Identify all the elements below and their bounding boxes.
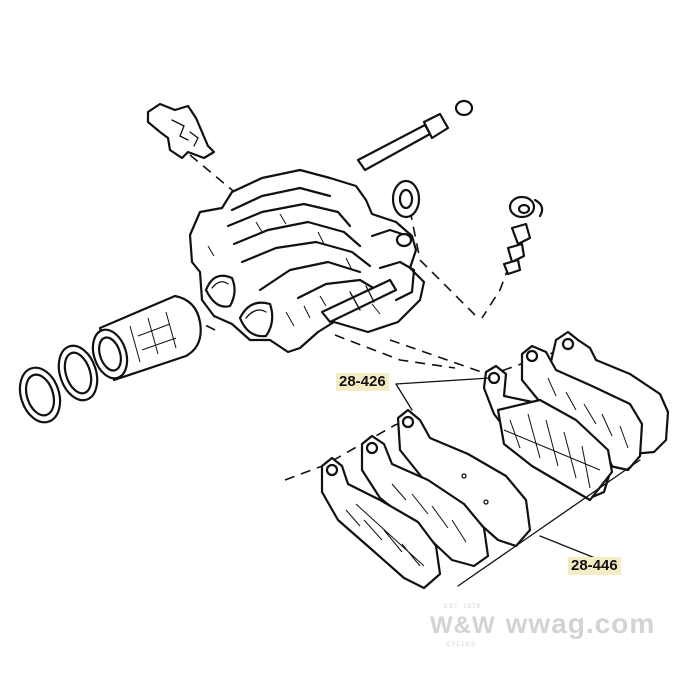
washer (391, 179, 421, 219)
caliper-body (188, 168, 426, 354)
brake-pad-set-upper (482, 330, 670, 502)
brake-pad-set-lower (320, 408, 532, 590)
piston (91, 294, 202, 382)
watermark-origin: CYCLES (446, 642, 477, 648)
callout-leaders (395, 377, 641, 587)
part-number-callout-upper: 28-426 (336, 373, 389, 391)
watermark-est: EST. 1979 (444, 604, 481, 610)
guide-pin (356, 99, 474, 172)
watermark: W&W wwag.com (430, 608, 655, 640)
piston-seal (57, 344, 99, 402)
watermark-brand: W&W (430, 612, 496, 639)
bleed-screw (502, 195, 544, 276)
anti-rattle-spring (146, 102, 216, 160)
dust-seal (18, 366, 62, 424)
part-number-callout-lower: 28-446 (568, 557, 621, 575)
watermark-site: wwag.com (505, 608, 656, 639)
